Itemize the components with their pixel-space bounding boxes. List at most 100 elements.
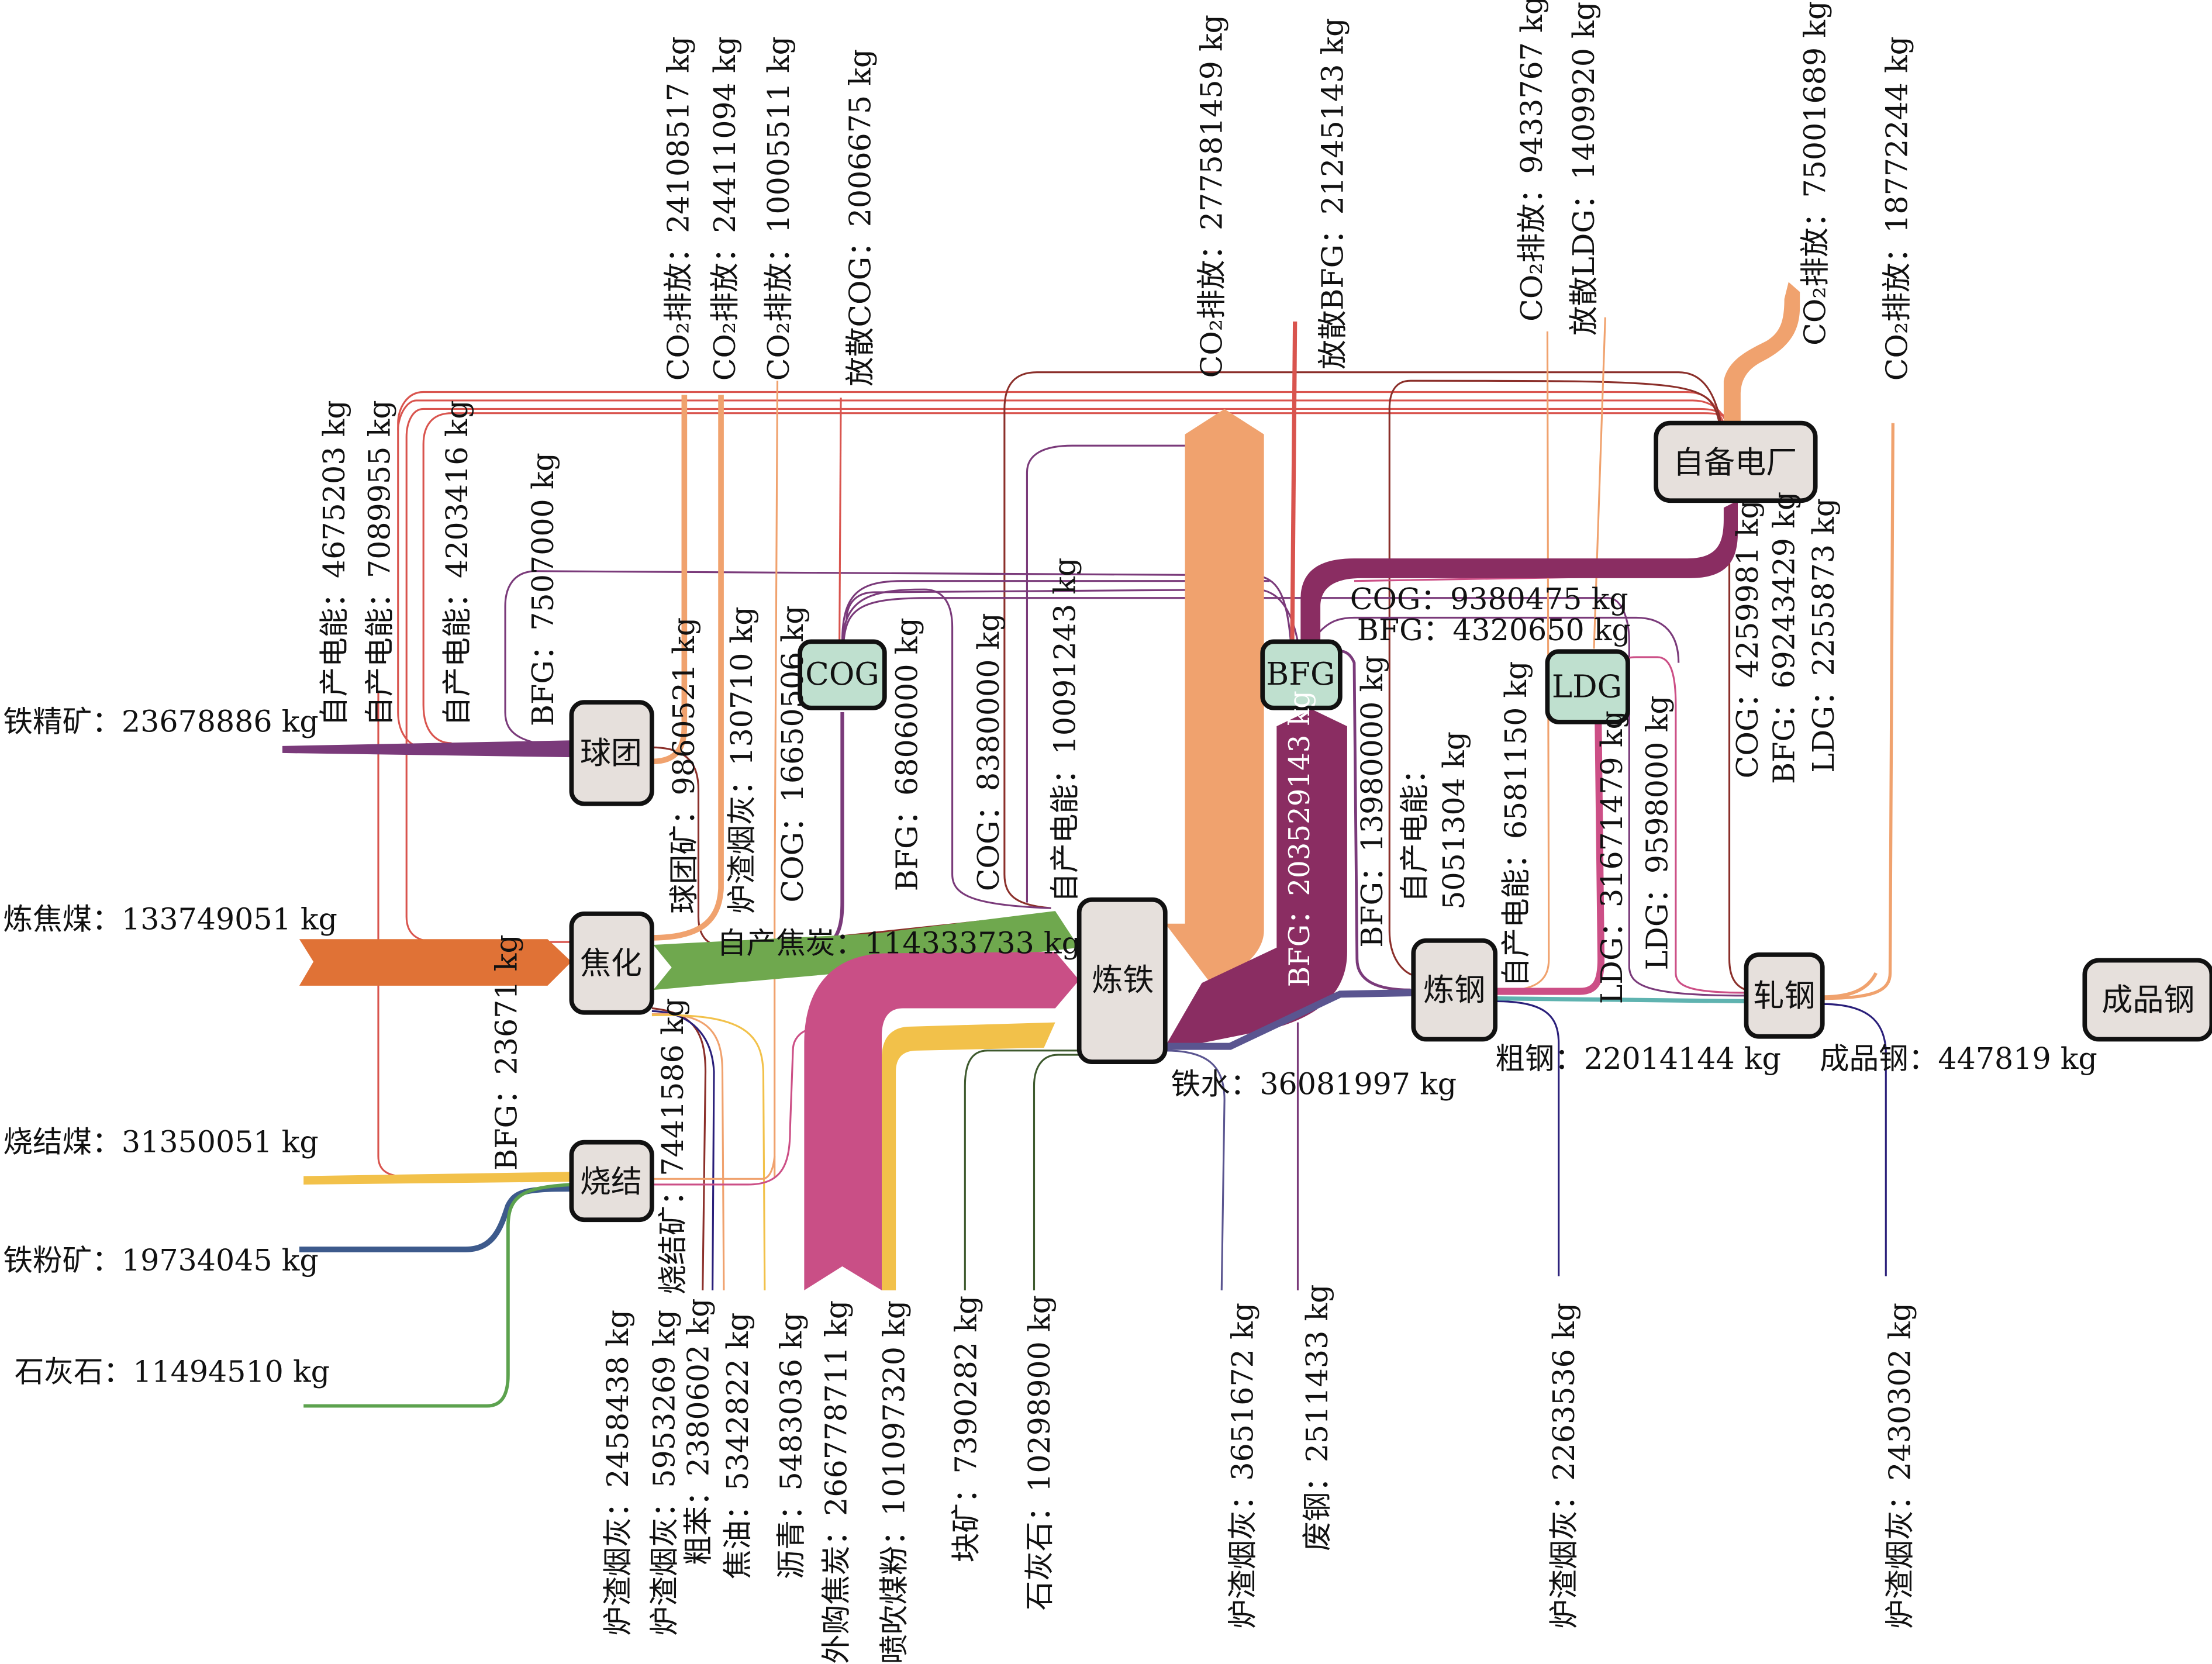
sinter-ore-label: 烧结矿：7441586 kg (655, 998, 690, 1294)
sinter-slag-line (651, 1156, 776, 1180)
input-label-limestone: 石灰石：11494510 kg (15, 1355, 330, 1389)
co2-label-steel: CO₂排放：9433767 kg (1514, 0, 1549, 322)
ldg-main-label: LDG：31671479 kg (1595, 710, 1629, 1004)
node-bfg[interactable]: BFG (1260, 639, 1343, 710)
bottom-label-purchased-coke: 外购焦炭：266778711 kg (819, 1300, 854, 1664)
node-rolling[interactable]: 轧钢 (1744, 952, 1825, 1039)
plant-bfg-label: BFG：69243429 kg (1766, 492, 1801, 784)
ironmaking-co2-flow (1165, 409, 1264, 983)
power-steel2-label: 自产电能：6581150 kg (1499, 661, 1533, 988)
pitch-line (651, 1014, 766, 1290)
node-rolling-label: 轧钢 (1754, 978, 1816, 1014)
coking-co2-flow (651, 395, 724, 941)
co2-label-3: CO₂排放：10005511 kg (761, 36, 796, 381)
node-product[interactable]: 成品钢 (2082, 958, 2212, 1042)
cog-line-1 (841, 580, 1270, 642)
power-line-coking (397, 399, 1728, 430)
cog-line-2 (841, 588, 1051, 909)
plant-ldg-label: LDG：2255873 kg (1806, 498, 1841, 773)
bottom-label-rolling-slag: 炉渣烟灰：2430302 kg (1882, 1303, 1917, 1629)
plant-cog-label: COG：4259981 kg (1730, 500, 1765, 778)
hot-metal-label: 铁水：36081997 kg (1171, 1067, 1457, 1102)
iron-slag-line (1165, 1050, 1226, 1290)
node-ldg[interactable]: LDG (1545, 649, 1630, 724)
sinter-coal-flow (303, 1172, 572, 1185)
node-bfg-label: BFG (1266, 656, 1335, 692)
co2-rolling-line (1822, 423, 1894, 1000)
vent-ldg-label: 放散LDG：1409920 kg (1566, 2, 1601, 336)
node-sinter[interactable]: 烧结 (569, 1140, 654, 1223)
sinter-to-iron-line (651, 1028, 812, 1186)
cog-iron-label: COG：8380000 kg (971, 613, 1006, 891)
steel-slag-line (1495, 1000, 1560, 1276)
node-power-plant-label: 自备电厂 (1673, 444, 1797, 481)
vent-bfg-label: 放散BFG：21245143 kg (1316, 18, 1350, 369)
purchased-coke-flow (804, 952, 1079, 1290)
thick-flows (282, 282, 1878, 1408)
rolling-product-line (1822, 972, 1878, 999)
bottom-label-tar: 焦油：5342822 kg (720, 1313, 755, 1580)
bottom-label-scrap: 废钢：2511433 kg (1300, 1285, 1334, 1552)
iron-powder-flow (299, 1186, 572, 1252)
node-coking[interactable]: 焦化 (569, 912, 654, 1015)
vent-ldg-line (1593, 317, 1606, 649)
power-iron-label: 自产电能：10091243 kg (1047, 558, 1082, 903)
limestone-flow (303, 1183, 572, 1408)
rolling-slag-line (1822, 1003, 1887, 1276)
bfg-line-ironmaking (1026, 444, 1189, 903)
co2-label-iron: CO₂排放：277581459 kg (1194, 15, 1228, 378)
bottom-label-pci: 喷吹煤粉：101097320 kg (877, 1300, 912, 1664)
co2-label-rolling: CO₂排放：18772244 kg (1879, 36, 1914, 381)
co2-label-1: CO₂排放：24108517 kg (661, 36, 696, 381)
node-ironmaking[interactable]: 炼铁 (1076, 897, 1168, 1064)
pellet-ore-flow (651, 395, 688, 765)
node-pellet[interactable]: 球团 (569, 700, 654, 806)
bottom-label-iron-slag: 炉渣烟灰：3651672 kg (1225, 1303, 1259, 1629)
input-label-sinter-coal: 烧结煤：31350051 kg (3, 1124, 318, 1159)
input-label-iron-concentrate: 铁精矿：23678886 kg (3, 705, 318, 739)
vertical-labels: 自产电能：4675203 kg 自产电能：7089955 kg 自产电能：420… (317, 0, 1917, 1664)
node-pellet-label: 球团 (580, 735, 642, 771)
node-coking-label: 焦化 (580, 945, 642, 981)
power-label-1: 自产电能：4675203 kg (317, 400, 351, 726)
product-steel-label: 成品钢：447819 kg (1820, 1041, 2097, 1076)
cog-to-plant-label: COG：9380475 kg (1350, 582, 1628, 616)
pci-flow (882, 1022, 1055, 1290)
node-power-plant[interactable]: 自备电厂 (1654, 420, 1818, 503)
bfg-coking-label: BFG：6806000 kg (889, 617, 924, 891)
crude-steel-label: 粗钢：22014144 kg (1495, 1041, 1781, 1076)
node-cog[interactable]: COG (798, 639, 887, 710)
co2-sinter-line (774, 381, 779, 1178)
bfg-sinter-label: BFG：23671 kg (489, 934, 523, 1171)
bottom-label-slag-2: 炉渣烟灰：5953269 kg (647, 1310, 681, 1636)
vent-cog-line (838, 398, 842, 642)
iron-concentrate-flow (282, 740, 572, 758)
power-line-rolling (1728, 508, 1747, 991)
vent-cog-label: 放散COG：2006675 kg (843, 49, 878, 386)
power-steel-label-a: 自产电能： (1397, 754, 1432, 902)
bottom-label-slag-1: 炉渣烟灰：2458438 kg (601, 1310, 635, 1636)
ldg-bfg-top (1311, 616, 1680, 663)
nodes: 球团 焦化 烧结 COG 炼铁 BFG LDG 炼钢 (569, 420, 2212, 1223)
coke-flow (653, 911, 1079, 990)
ldg-main-flow (1495, 719, 1605, 995)
power-line-dark (1003, 371, 1722, 909)
node-steelmaking[interactable]: 炼钢 (1411, 938, 1498, 1042)
node-sinter-label: 烧结 (580, 1164, 642, 1200)
power-label-2: 自产电能：7089955 kg (362, 400, 396, 726)
node-ldg-label: LDG (1552, 669, 1622, 705)
node-cog-label: COG (805, 656, 879, 692)
limestone-iron-line (1033, 1054, 1079, 1290)
power-steel-label-b: 5051304 kg (1437, 731, 1471, 910)
bfg-steel-label: BFG：13980000 kg (1355, 655, 1389, 948)
vent-bfg-flow (1290, 321, 1297, 652)
pellet-ore-label: 球团矿：9860521 kg (667, 617, 701, 914)
input-label-iron-powder: 铁粉矿：19734045 kg (3, 1243, 318, 1278)
bfg-main-flow (1165, 709, 1347, 1047)
node-ironmaking-label: 炼铁 (1092, 962, 1154, 998)
crude-benzene-line (651, 1010, 715, 1290)
node-steelmaking-label: 炼钢 (1423, 972, 1485, 1008)
bfg-main-label: BFG：203529143 kg (1283, 691, 1316, 987)
power-line-steel (1388, 379, 1721, 977)
